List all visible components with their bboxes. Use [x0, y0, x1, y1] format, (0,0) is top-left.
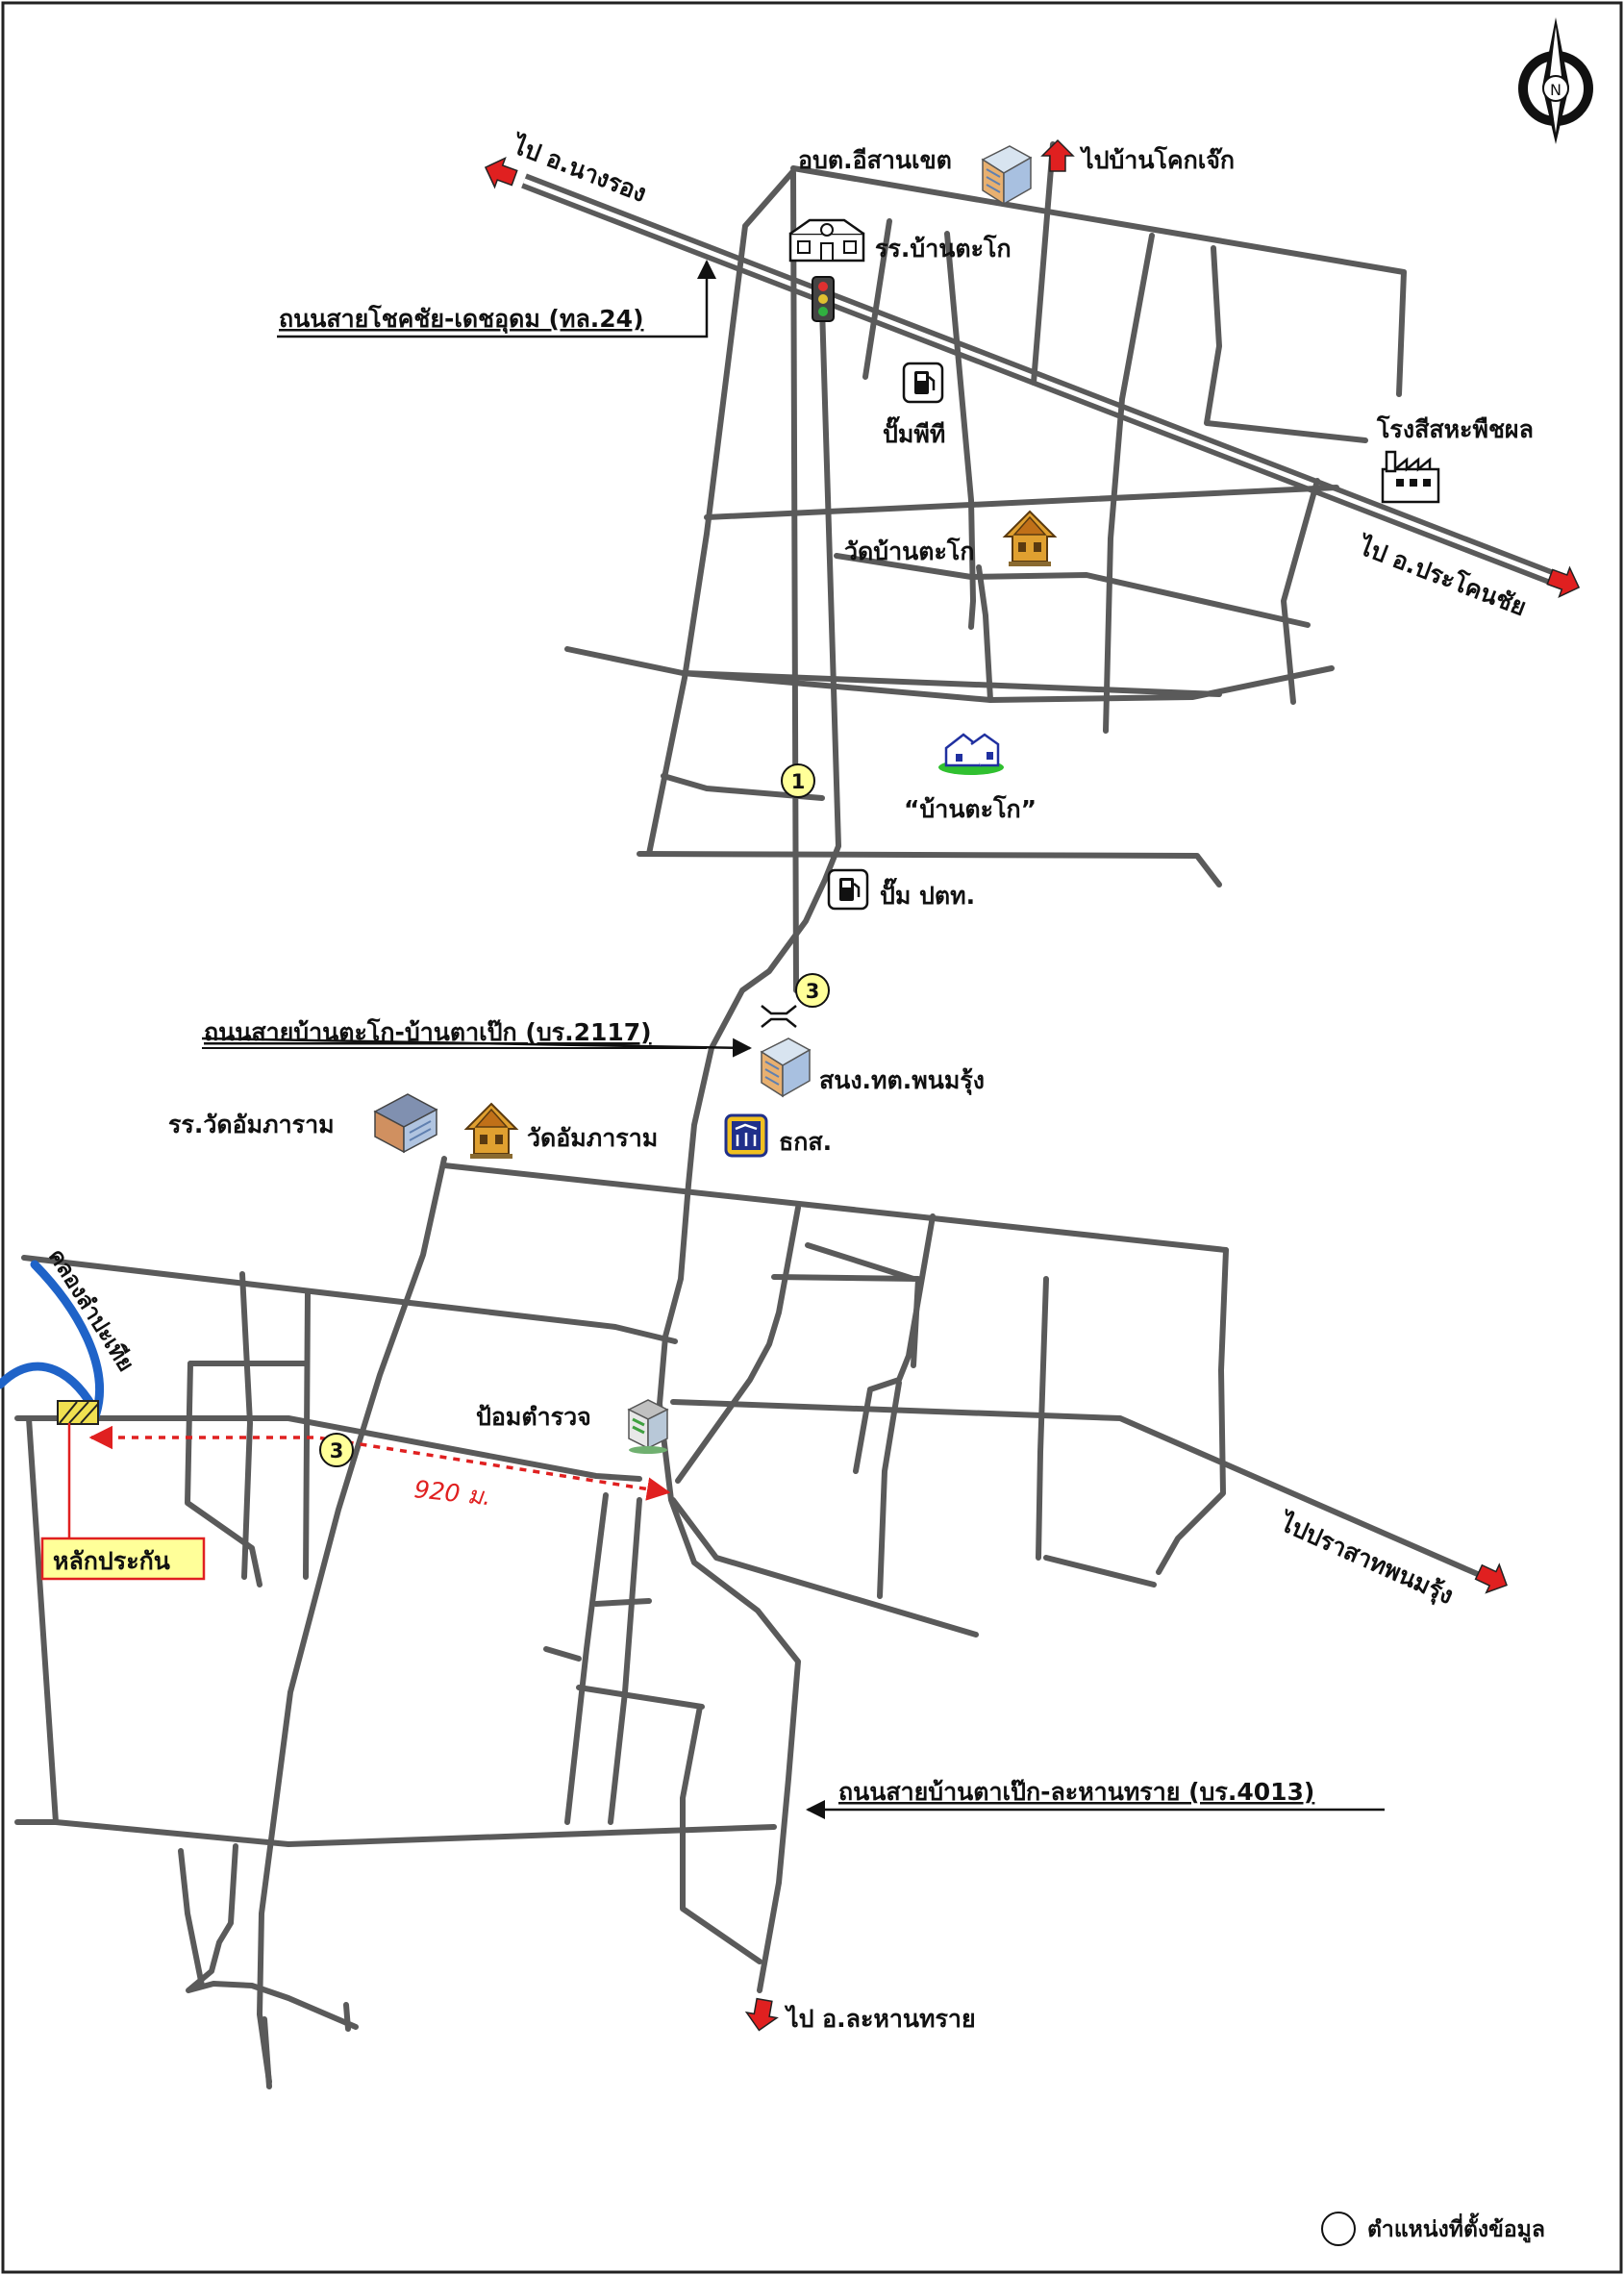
- arrow-to-phanom-rung-icon: [1474, 1562, 1508, 1594]
- tambon-office-label: สนง.ทต.พนมรุ้ง: [819, 1066, 985, 1096]
- pump-ptt-label: ปั๊ม ปตท.: [880, 877, 975, 910]
- baac-label: ธกส.: [779, 1128, 832, 1156]
- rice-mill-label: โรงสีสหะพืชผล: [1376, 414, 1534, 443]
- road-4013-label: ถนนสายบ้านตาเป๊ก-ละหานทราย (บร.4013): [838, 1778, 1314, 1806]
- road-2117-label: ถนนสายบ้านตะโก-บ้านตาเป๊ก (บร.2117): [204, 1017, 652, 1046]
- arrow-to-ban-khok-chek-icon: [1040, 138, 1075, 172]
- label-underlines: [202, 336, 1385, 1811]
- school-building-icon: [373, 1093, 438, 1154]
- school-wat-label: รร.วัดอัมภาราม: [168, 1111, 335, 1138]
- compass-n-label: N: [1550, 81, 1562, 99]
- factory-icon: [1381, 450, 1440, 504]
- bank-icon: [724, 1113, 768, 1158]
- police-box-icon: [627, 1399, 669, 1454]
- school-ban-tako-label: รร.บ้านตะโก: [875, 234, 1012, 262]
- benchmark-box: [40, 1537, 206, 1581]
- north-compass-icon: N: [1518, 17, 1593, 144]
- benchmark: หลักประกัน: [40, 1400, 206, 1581]
- police-label: ป้อมตำรวจ: [476, 1403, 591, 1431]
- temple-icon: [1002, 510, 1058, 566]
- arrow-to-lahan-sai-icon: [744, 1997, 779, 2032]
- fuel-pump-icon: [827, 868, 869, 911]
- marker-number: 3: [806, 980, 820, 1003]
- arrow-to-nangrong-icon: [484, 157, 518, 189]
- marker-number: 3: [330, 1439, 344, 1462]
- legend-marker-icon: [1321, 2212, 1356, 2246]
- wat-ampharam-label: วัดอัมภาราม: [527, 1124, 658, 1152]
- to-lahan-sai-label: ไป อ.ละหานทราย: [784, 2004, 976, 2033]
- road-24-label: ถนนสายโชคชัย-เดชอุดม (ทล.24): [279, 304, 644, 335]
- wat-ban-tako-label: วัดบ้านตะโก: [844, 537, 975, 565]
- marker-1: 1: [781, 763, 815, 798]
- village-icon: [938, 733, 1004, 775]
- to-ban-khok-chek-label: ไปบ้านโคกเจ๊ก: [1079, 145, 1235, 174]
- office-building-icon: [760, 1038, 812, 1098]
- marker-number: 1: [791, 770, 806, 793]
- direction-arrows: [484, 138, 1581, 2032]
- legend-label: ตำแหน่งที่ตั้งข้อมูล: [1367, 2212, 1545, 2243]
- arrow-to-prakhon-chai-icon: [1546, 565, 1581, 598]
- marker-3: 3: [319, 1433, 354, 1467]
- road-network: [14, 141, 1565, 2089]
- benchmark-label: หลักประกัน: [53, 1547, 170, 1575]
- office-building-icon: [981, 145, 1033, 206]
- temple-icon: [463, 1102, 519, 1159]
- marker-3: 3: [795, 973, 830, 1008]
- fuel-pump-icon: [902, 362, 944, 404]
- traffic-light-icon: [812, 276, 835, 322]
- pump-pt-label: ปั๊มพีที: [883, 415, 945, 448]
- obt-label: อบต.อีสานเขต: [798, 146, 952, 174]
- legend: ตำแหน่งที่ตั้งข้อมูล: [1321, 2212, 1545, 2246]
- bridge-icon: [761, 1005, 797, 1028]
- school-icon: [788, 218, 865, 262]
- village-label: “บ้านตะโก”: [904, 794, 1037, 823]
